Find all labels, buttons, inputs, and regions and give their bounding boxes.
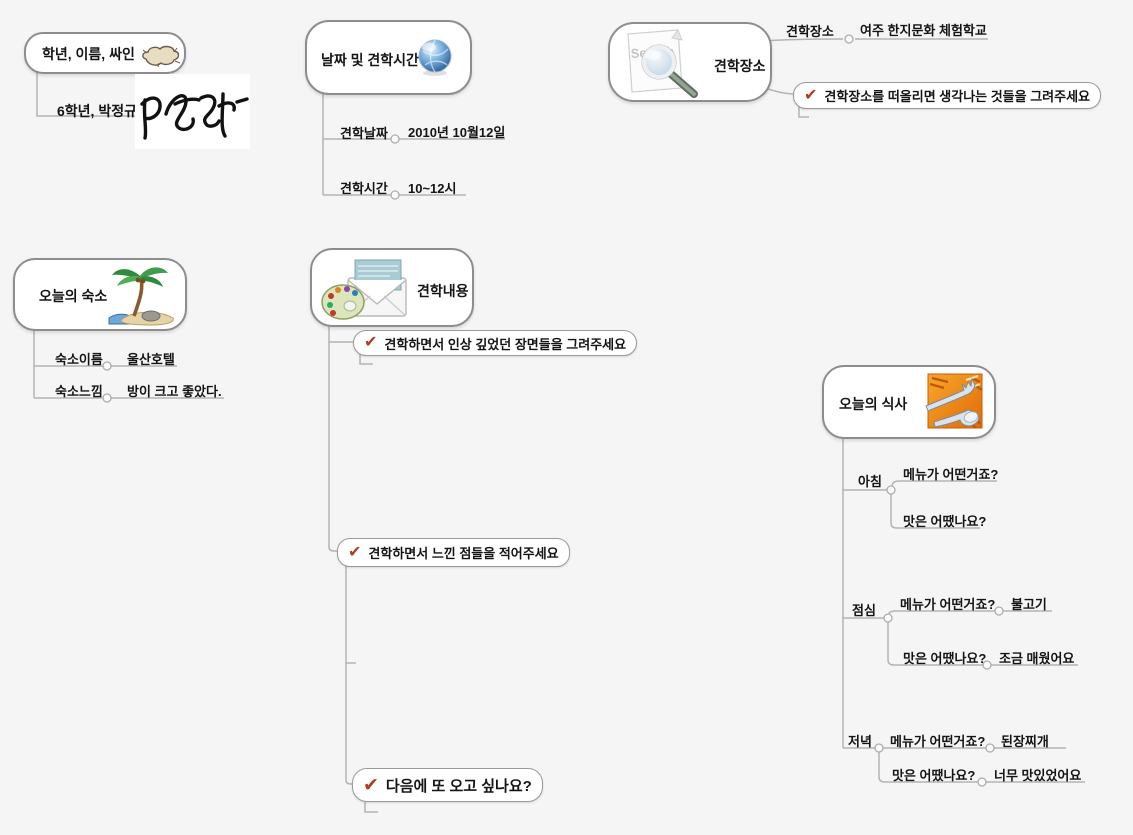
topic-lodging-title: 오늘의 숙소 <box>39 288 108 304</box>
checkmark-icon: ✔ <box>364 334 378 351</box>
connector-lunch-menu <box>888 610 1052 615</box>
content-task1-pill[interactable]: ✔ 견학하면서 인상 깊었던 장면들을 그려주세요 <box>353 330 638 356</box>
lodging-row1-value[interactable]: 울산호텔 <box>127 352 175 367</box>
cloud-scribble-icon <box>142 45 181 68</box>
content-task1-label: 견학하면서 인상 깊었던 장면들을 그려주세요 <box>384 336 627 352</box>
dinner-menu-answer[interactable]: 된장찌개 <box>1001 734 1049 749</box>
globe-icon <box>418 39 452 76</box>
palm-beach-icon <box>108 267 174 326</box>
datetime-row1-label[interactable]: 견학날짜 <box>340 126 388 141</box>
checkmark-icon: ✔ <box>348 543 362 561</box>
meal-breakfast-label[interactable]: 아침 <box>858 474 882 489</box>
topic-meals-title: 오늘의 식사 <box>839 396 908 412</box>
junction-dot <box>102 361 112 371</box>
junction-dot <box>886 485 896 495</box>
junction-dot <box>883 613 893 623</box>
datetime-row2-label[interactable]: 견학시간 <box>340 181 388 196</box>
connector-breakfast-taste <box>890 494 980 529</box>
connector-task3-stub <box>364 800 378 813</box>
content-task2-pill[interactable]: ✔ 견학하면서 느낀 점들을 적어주세요 <box>337 538 570 567</box>
topic-profile[interactable]: 학년, 이름, 싸인 <box>24 32 186 74</box>
topic-content[interactable]: 견학내용 <box>310 248 474 327</box>
connector-task2-down <box>345 565 352 785</box>
place-task-pill[interactable]: ✔ 견학장소를 떠올리면 생각나는 것들을 그려주세요 <box>793 82 1102 109</box>
connector-dinner-taste <box>878 752 1085 783</box>
lunch-menu-answer[interactable]: 불고기 <box>1011 597 1047 612</box>
connector-task1-stub <box>359 354 373 365</box>
junction-dot <box>982 660 992 670</box>
dinner-taste-question[interactable]: 맛은 어땠나요? <box>892 768 976 783</box>
breakfast-menu-question[interactable]: 메뉴가 어떤거죠? <box>903 467 999 482</box>
junction-dot <box>390 134 400 144</box>
topic-place[interactable]: 견학장소 Search <box>608 22 772 102</box>
datetime-row2-value[interactable]: 10~12시 <box>408 181 457 196</box>
junction-dot <box>994 606 1004 616</box>
content-task3-label: 다음에 또 오고 싶나요? <box>385 777 532 795</box>
profile-child-label[interactable]: 6학년, 박정규 <box>57 103 137 119</box>
lodging-row2-label[interactable]: 숙소느낌 <box>55 384 103 399</box>
topic-datetime-title: 날짜 및 견학시간 <box>321 52 419 68</box>
junction-dot <box>102 393 112 403</box>
junction-dot <box>390 190 400 200</box>
meal-lunch-label[interactable]: 점심 <box>852 603 876 618</box>
signature-image <box>135 74 250 149</box>
topic-lodging[interactable]: 오늘의 숙소 <box>13 258 187 331</box>
dinner-menu-question[interactable]: 메뉴가 어떤거죠? <box>890 734 986 749</box>
junction-dot <box>874 743 884 753</box>
breakfast-taste-question[interactable]: 맛은 어땠나요? <box>903 514 987 529</box>
topic-content-title: 견학내용 <box>417 283 469 299</box>
place-row-value[interactable]: 여주 한지문화 체험학교 <box>860 23 987 38</box>
lodging-row2-value[interactable]: 방이 크고 좋았다. <box>127 384 222 399</box>
junction-dot <box>985 743 995 753</box>
connector-lunch-taste <box>887 622 1078 666</box>
topic-profile-title: 학년, 이름, 싸인 <box>42 46 135 62</box>
search-icon: Search <box>627 28 698 98</box>
connector-place-pill-stub <box>798 107 809 118</box>
lunch-taste-question[interactable]: 맛은 어땠나요? <box>903 651 987 666</box>
junction-dot <box>844 34 854 44</box>
topic-place-title: 견학장소 <box>714 58 766 74</box>
junction-dot <box>977 777 987 787</box>
topic-datetime[interactable]: 날짜 및 견학시간 <box>305 20 472 95</box>
lunch-menu-question[interactable]: 메뉴가 어떤거죠? <box>900 597 996 612</box>
lunch-taste-answer[interactable]: 조금 매웠어요 <box>999 651 1075 666</box>
connector-profile <box>36 70 136 117</box>
meal-dinner-label[interactable]: 저녁 <box>848 734 872 749</box>
fork-spoon-icon <box>925 373 983 429</box>
checkmark-icon: ✔ <box>804 86 818 104</box>
topic-meals[interactable]: 오늘의 식사 <box>822 365 996 439</box>
place-row-label[interactable]: 견학장소 <box>786 24 834 39</box>
mail-palette-icon <box>321 259 407 320</box>
dinner-taste-answer[interactable]: 너무 맛있었어요 <box>994 768 1082 783</box>
content-task2-label: 견학하면서 느낀 점들을 적어주세요 <box>368 546 559 561</box>
place-task-label: 견학장소를 떠올리면 생각나는 것들을 그려주세요 <box>824 89 1091 104</box>
content-task3-pill[interactable]: ✔ 다음에 또 오고 싶나요? <box>352 768 543 802</box>
lodging-row1-label[interactable]: 숙소이름 <box>55 352 103 367</box>
datetime-row1-value[interactable]: 2010년 10월12일 <box>408 125 506 140</box>
connector-content-trunk <box>328 323 337 552</box>
checkmark-icon: ✔ <box>363 774 379 796</box>
handwritten-signature <box>140 92 249 140</box>
